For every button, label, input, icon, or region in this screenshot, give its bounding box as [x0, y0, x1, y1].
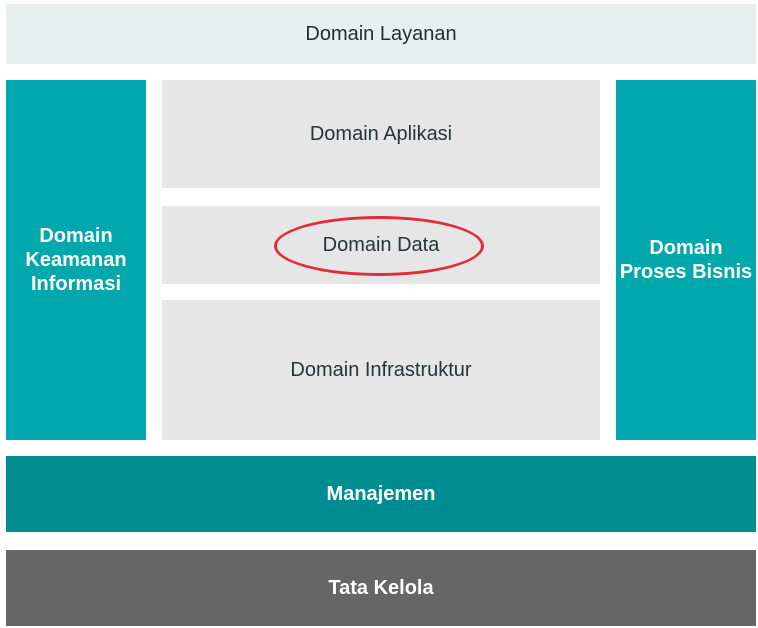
domain-data-label: Domain Data — [322, 233, 440, 256]
tata-kelola-block: Tata Kelola — [6, 550, 756, 626]
domain-infrastruktur-label: Domain Infrastruktur — [290, 358, 472, 381]
domain-proses-bisnis-label: Domain Proses Bisnis — [619, 237, 753, 283]
domain-keamanan-informasi-block: Domain Keamanan Informasi — [6, 80, 146, 440]
domain-aplikasi-block: Domain Aplikasi — [162, 80, 600, 188]
domain-infrastruktur-block: Domain Infrastruktur — [162, 300, 600, 440]
domain-layanan-label: Domain Layanan — [305, 22, 457, 45]
manajemen-block: Manajemen — [6, 456, 756, 532]
domain-proses-bisnis-block: Domain Proses Bisnis — [616, 80, 756, 440]
tata-kelola-label: Tata Kelola — [328, 576, 434, 599]
domain-aplikasi-label: Domain Aplikasi — [309, 122, 453, 145]
domain-layanan-block: Domain Layanan — [6, 4, 756, 64]
domain-keamanan-informasi-label: Domain Keamanan Informasi — [25, 225, 127, 295]
manajemen-label: Manajemen — [326, 482, 436, 505]
domain-data-block: Domain Data — [162, 206, 600, 284]
